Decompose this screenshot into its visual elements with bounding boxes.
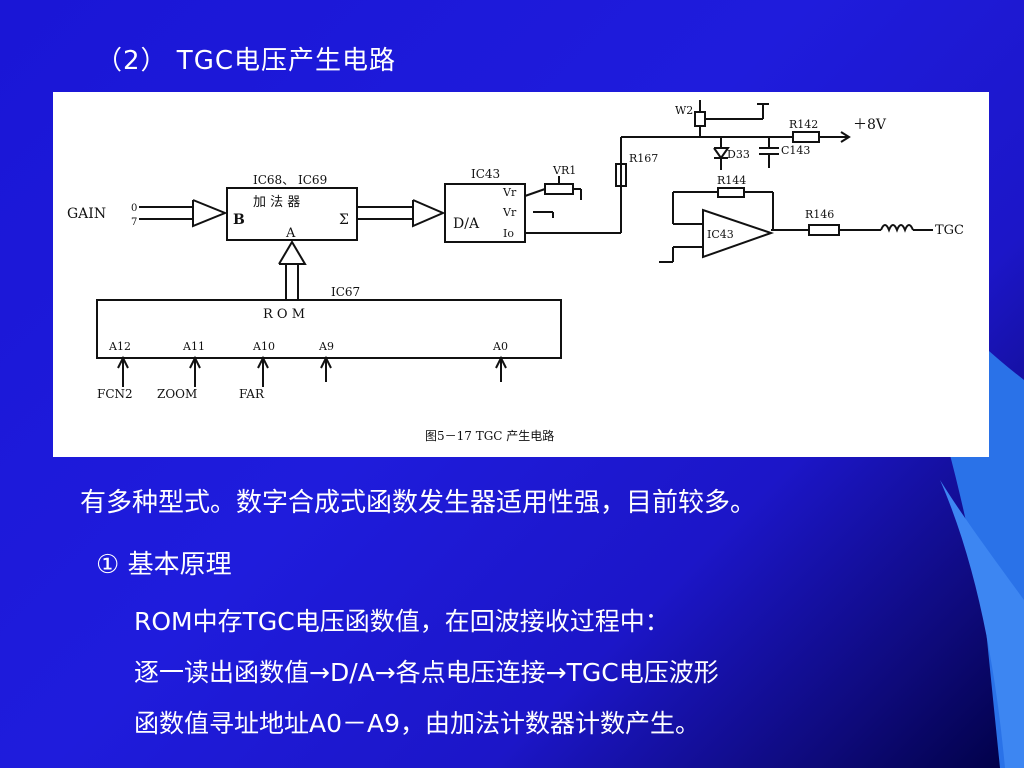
rom-pin-a12: A12 [108,340,131,353]
r144-label: R144 [717,174,746,187]
dac-vr-pin: Vr [502,186,517,199]
principle-line-2: 逐一读出函数值→D/A→各点电压连接→TGC电压波形 [134,658,719,687]
rom-pin-a0: A0 [492,340,508,353]
rom-name-label: R O M [263,307,305,322]
gain-label: GAIN [67,206,106,222]
rom-pin-a9: A9 [318,340,334,353]
d33-label: D33 [727,148,750,161]
tgc-circuit-schematic: GAIN 0 7 IC68、 IC69 加 法 器 B A Σ IC43 D/A… [67,100,964,443]
intro-text: 有多种型式。数字合成式函数发生器适用性强，目前较多。 [80,488,757,518]
slide-title: （2） TGC电压产生电路 [96,46,396,76]
gain-bit-0: 0 [131,203,137,214]
rom-chip-label: IC67 [331,285,360,299]
rom-pin-a11: A11 [182,340,205,353]
dac-name-label: D/A [453,216,480,232]
adder-name-label: 加 法 器 [253,195,300,210]
dac-io-pin: Io [503,227,514,240]
dac-chip-label: IC43 [471,167,500,181]
adder-chips-label: IC68、 IC69 [253,173,327,187]
adder-output-sigma: Σ [339,212,349,228]
opamp-label: IC43 [707,228,734,241]
adder-input-b: B [233,212,245,228]
input-fcn2: FCN2 [97,387,133,401]
r146-label: R146 [805,208,834,221]
r142-label: R142 [789,118,818,131]
dac-vr-bar-pin: Vr [502,206,517,219]
w2-label: W2 [675,104,693,117]
vr1-label: VR1 [552,164,576,177]
figure-caption: 图5－17 TGC 产生电路 [425,428,554,443]
adder-input-a: A [285,226,296,241]
principle-line-1: ROM中存TGC电压函数值，在回波接收过程中： [134,607,670,636]
circuit-diagram: GAIN 0 7 IC68、 IC69 加 法 器 B A Σ IC43 D/A… [53,92,989,457]
gain-bit-7: 7 [131,217,137,228]
principle-line-3: 函数值寻址地址A0－A9，由加法计数器计数产生。 [134,709,701,738]
c143-label: C143 [781,144,810,157]
input-far: FAR [239,387,265,401]
r167-label: R167 [629,152,658,165]
input-zoom: ZOOM [157,387,197,401]
rom-pin-a10: A10 [252,340,275,353]
tgc-output-label: TGC [935,223,964,238]
supply-label: ＋8V [853,117,887,133]
section-heading: ① 基本原理 [96,550,232,580]
